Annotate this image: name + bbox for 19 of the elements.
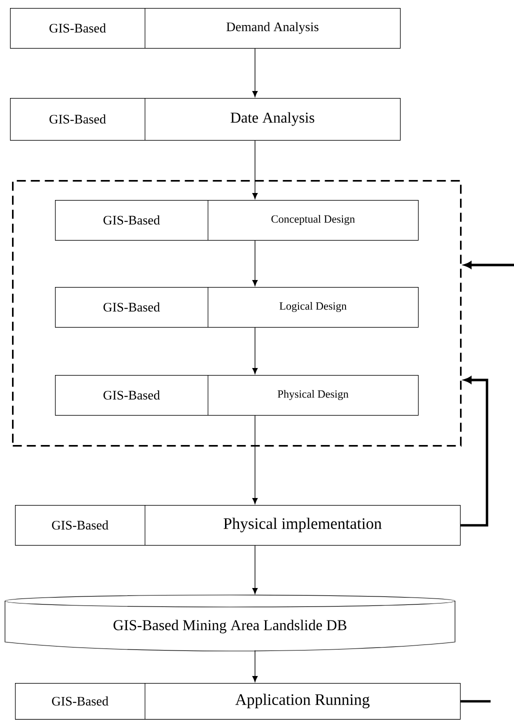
process-box: GIS-Based Date Analysis [10, 98, 401, 141]
process-box: GIS-Based Logical Design [55, 286, 419, 328]
process-box: GIS-Based Conceptual Design [55, 200, 419, 241]
arrow [252, 327, 258, 374]
process-box: GIS-Based Application Running [15, 682, 461, 720]
dashed-group-frame [12, 180, 462, 447]
arrow [252, 650, 258, 682]
arrow [252, 140, 258, 200]
arrow [252, 240, 258, 286]
process-box: GIS-Based Physical Design [55, 374, 419, 416]
arrow [252, 48, 258, 98]
node-label: GIS-Based Mining Area Landslide DB [114, 620, 346, 634]
process-box: GIS-Based Physical implementation [15, 504, 461, 546]
process-box: GIS-Based Demand Analysis [10, 8, 401, 49]
arrow [460, 376, 488, 526]
arrow [252, 415, 258, 504]
arrow [464, 261, 514, 269]
database-cylinder: GIS-Based Mining Area Landslide DB [4, 594, 456, 652]
arrow [252, 545, 258, 594]
